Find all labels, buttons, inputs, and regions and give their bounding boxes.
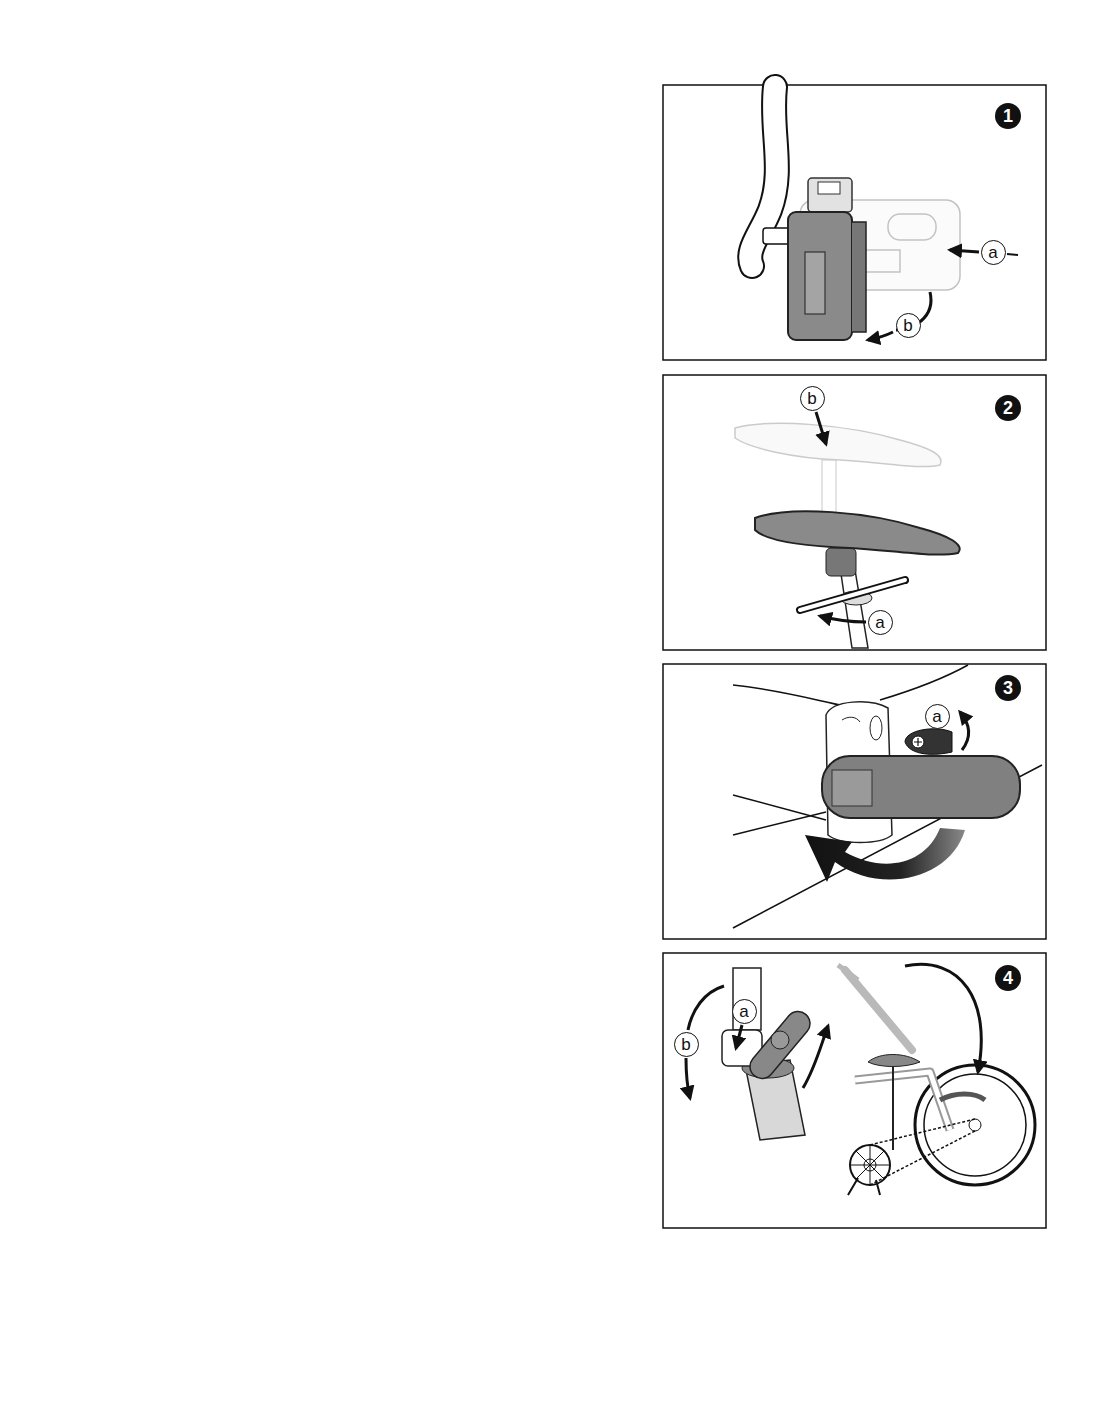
callout-text: b [681,1036,690,1053]
panel-3-art [733,665,1042,928]
callout-text: 2 [1003,399,1013,417]
callout-letter: a [925,704,950,729]
callout-text: b [903,317,912,334]
callout-text: a [988,244,997,261]
callout-number: 2 [995,395,1021,421]
panel-frames [663,85,1046,1228]
panel-4-art [686,964,1035,1195]
panel-2-art [735,412,960,648]
callout-text: 1 [1003,107,1013,125]
callout-text: 4 [1003,969,1013,987]
callout-number: 3 [995,675,1021,701]
callout-text: a [875,614,884,631]
callout-letter: b [800,386,825,411]
callout-number: 1 [995,103,1021,129]
callout-letter: a [868,610,893,635]
callout-text: 3 [1003,679,1013,697]
callout-letter: b [674,1032,699,1057]
callout-letter: b [896,313,921,338]
callout-text: b [807,390,816,407]
callout-text: a [932,708,941,725]
callout-number: 4 [995,965,1021,991]
callout-letter: a [732,999,757,1024]
callout-text: a [739,1003,748,1020]
panel-1-art [750,87,1018,340]
callout-letter: a [981,240,1006,265]
